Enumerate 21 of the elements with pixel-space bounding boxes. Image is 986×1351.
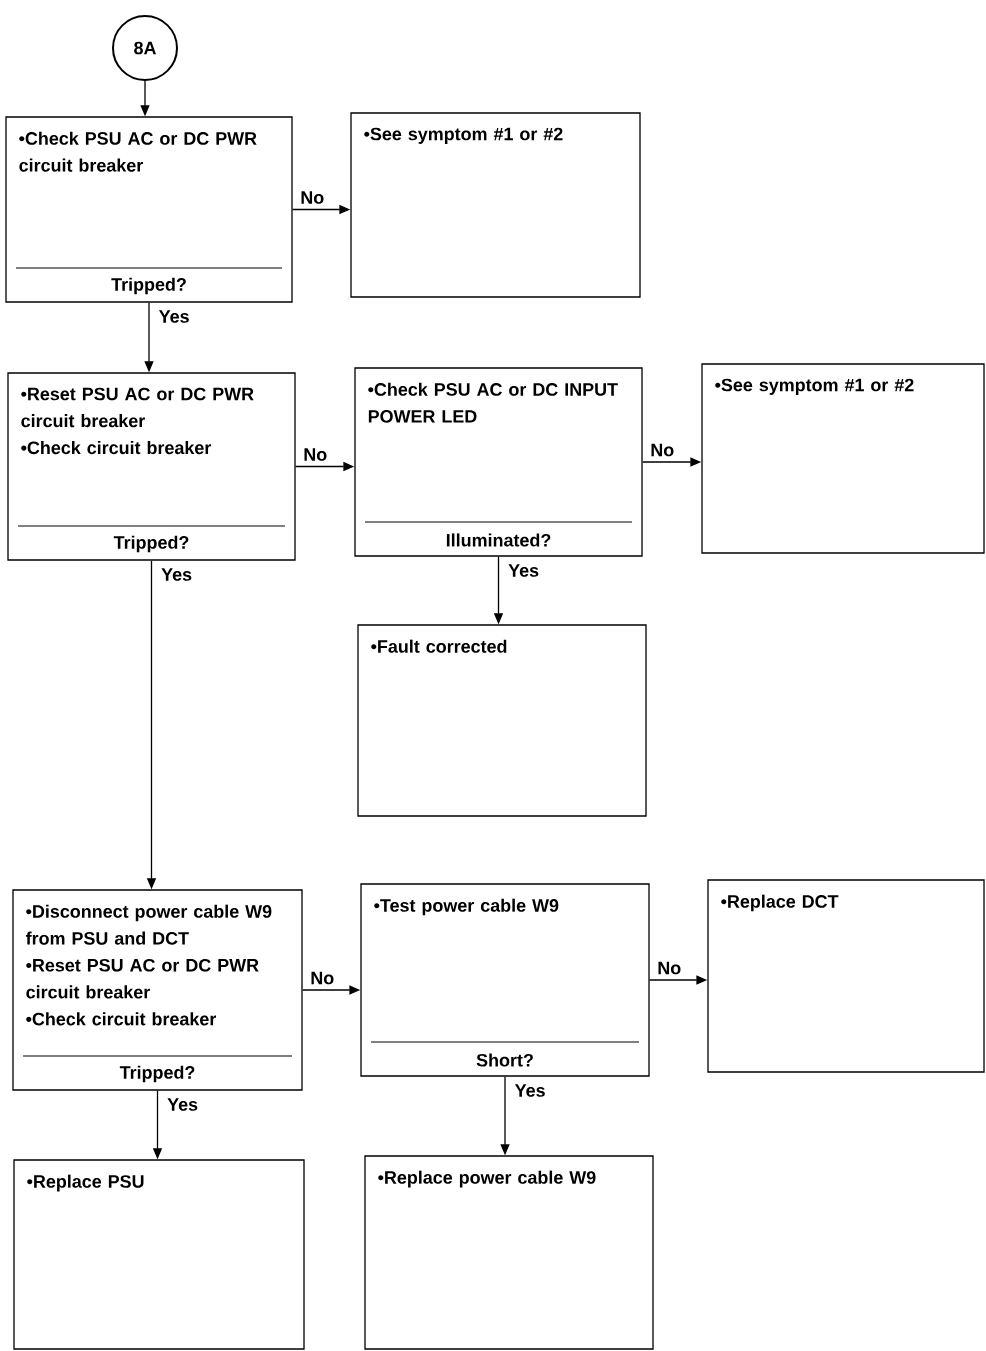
- process-box: •Fault corrected: [357, 624, 647, 817]
- process-box: •See symptom #1 or #2: [350, 112, 641, 298]
- edge-label: Yes: [507, 563, 541, 578]
- process-box: •See symptom #1 or #2: [701, 363, 985, 554]
- process-box: •Check PSU AC or DC PWR circuit breaker Tripped?: [5, 116, 293, 303]
- process-box: •Replace PSU: [13, 1159, 305, 1350]
- edge-label: No: [309, 970, 336, 986]
- edge-label: Yes: [160, 567, 194, 582]
- process-box: •Check PSU AC or DC INPUT POWER LED Illuminated?: [354, 367, 643, 557]
- process-box: •Replace DCT: [707, 879, 985, 1073]
- process-box: •Reset PSU AC or DC PWR circuit breaker •Check circuit breaker Tripped?: [7, 372, 296, 561]
- edge-label: No: [649, 442, 676, 458]
- process-box: •Test power cable W9 Short?: [360, 883, 650, 1077]
- process-box: •Disconnect power cable W9 from PSU and DCT •Reset PSU AC or DC PWR circuit breaker •Check circuit breaker Tripped?: [12, 889, 303, 1091]
- edge-label: No: [302, 447, 329, 462]
- edge-label: No: [656, 960, 683, 976]
- edge-label: Yes: [157, 309, 191, 324]
- edge-label: Yes: [166, 1097, 200, 1112]
- edge-label: No: [299, 190, 326, 205]
- process-box: •Replace power cable W9: [364, 1155, 654, 1350]
- edge-label: Yes: [513, 1083, 547, 1098]
